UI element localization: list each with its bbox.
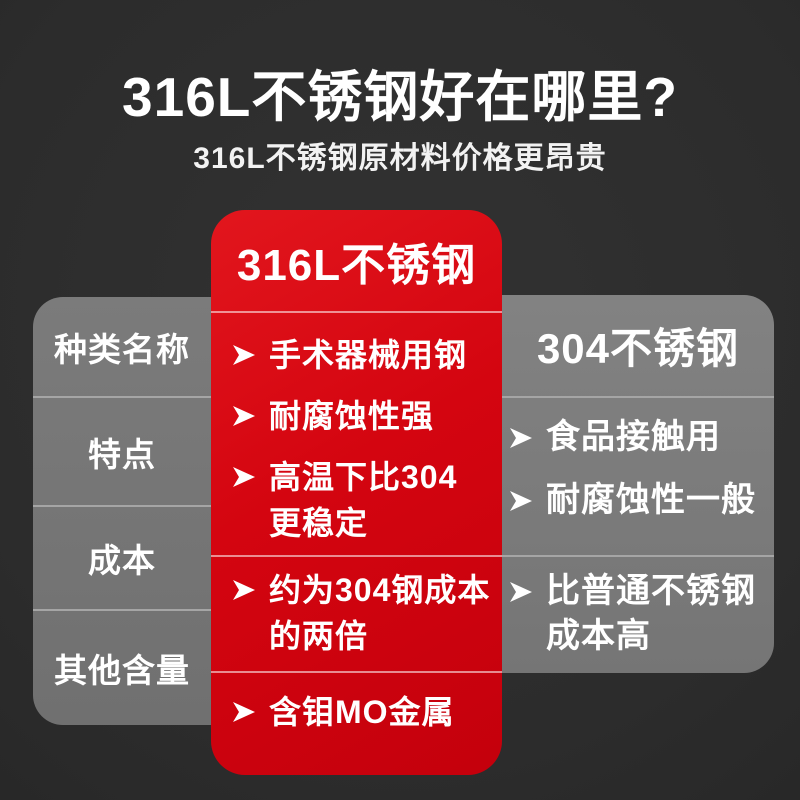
row-label-type: 种类名称	[33, 297, 211, 398]
arrowhead-right-icon	[510, 491, 532, 511]
list-item-text: 含钼MO金属	[269, 694, 455, 730]
page-subtitle: 316L不锈钢原材料价格更昂贵	[193, 142, 607, 175]
list-item-text: 手术器械用钢	[269, 337, 468, 373]
row-label-cost: 成本	[33, 507, 211, 611]
list-item: 高温下比304 更稳定	[233, 454, 496, 546]
column-304-header: 304不锈钢	[502, 295, 774, 398]
list-item-text: 食品接触用	[546, 418, 721, 456]
column-304-section-cost: 比普通不锈钢 成本高	[502, 557, 774, 673]
list-item: 约为304钢成本 的两倍	[233, 567, 496, 659]
list-item-text: 耐腐蚀性一般	[546, 481, 756, 519]
arrowhead-right-icon	[510, 582, 532, 602]
column-316l-header: 316L不锈钢	[211, 210, 502, 313]
list-item-text: 约为304钢成本 的两倍	[269, 572, 491, 654]
list-item-text: 比普通不锈钢 成本高	[546, 572, 756, 655]
arrowhead-right-icon	[233, 467, 255, 487]
list-item: 含钼MO金属	[233, 689, 496, 735]
list-item: 食品接触用	[510, 415, 770, 460]
row-label-other-content: 其他含量	[33, 611, 211, 725]
arrowhead-right-icon	[233, 345, 255, 365]
row-label-features: 特点	[33, 398, 211, 507]
arrowhead-right-icon	[233, 406, 255, 426]
arrowhead-right-icon	[233, 702, 255, 722]
list-item: 手术器械用钢	[233, 332, 496, 378]
list-item: 耐腐蚀性一般	[510, 478, 770, 523]
row-label-column: 种类名称 特点 成本 其他含量	[33, 297, 211, 725]
arrowhead-right-icon	[510, 428, 532, 448]
list-item-text: 高温下比304 更稳定	[269, 459, 458, 541]
page-title: 316L不锈钢好在哪里?	[122, 66, 678, 128]
column-316l-section-features: 手术器械用钢 耐腐蚀性强 高温下比304 更稳定	[211, 313, 502, 557]
column-316l-section-other: 含钼MO金属	[211, 673, 502, 773]
list-item: 耐腐蚀性强	[233, 393, 496, 439]
list-item: 比普通不锈钢 成本高	[510, 569, 770, 659]
arrowhead-right-icon	[233, 580, 255, 600]
list-item-text: 耐腐蚀性强	[269, 398, 435, 434]
row-label-text: 其他含量	[54, 652, 190, 689]
column-304: 304不锈钢 食品接触用 耐腐蚀性一般 比普通不锈钢 成本高	[502, 295, 774, 673]
row-label-text: 特点	[88, 435, 156, 473]
column-316l: 316L不锈钢 手术器械用钢 耐腐蚀性强 高温下比304 更稳定 约为304钢成…	[211, 210, 502, 775]
column-316l-section-cost: 约为304钢成本 的两倍	[211, 557, 502, 673]
row-label-text: 成本	[88, 542, 156, 579]
row-label-text: 种类名称	[54, 330, 190, 368]
column-304-section-features: 食品接触用 耐腐蚀性一般	[502, 398, 774, 557]
